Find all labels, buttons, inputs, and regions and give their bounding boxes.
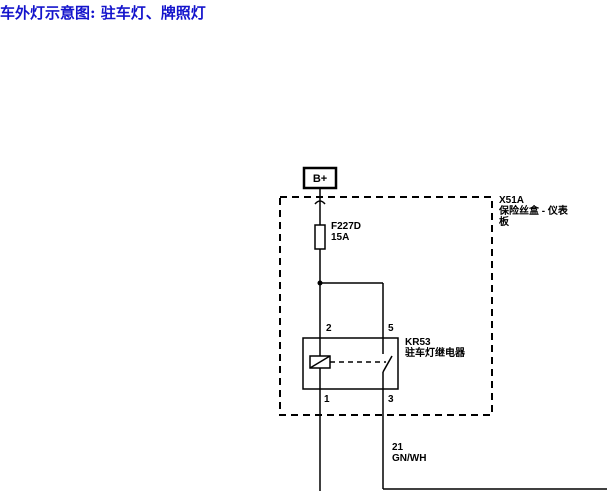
relay-box xyxy=(302,337,399,390)
relay-coil-diagonal xyxy=(309,355,331,369)
relay-pin-1-label: 1 xyxy=(324,394,330,405)
relay-pin-2-label: 2 xyxy=(326,323,332,334)
page-title: 车外灯示意图: 驻车灯、牌照灯 xyxy=(0,4,206,22)
relay-pin-3-label: 3 xyxy=(388,394,394,405)
fuse-box-connector-label: X51A xyxy=(499,195,524,206)
relay-name-label: 驻车灯继电器 xyxy=(405,346,466,359)
fuse-box-name-line2: 板 xyxy=(499,215,510,228)
relay-id-label: KR53 xyxy=(405,337,431,348)
power-source-label: B+ xyxy=(313,173,327,185)
wire-circuit-label: 21 xyxy=(392,442,404,453)
fuse-id-label: F227D xyxy=(331,221,361,232)
connector-symbol xyxy=(314,200,326,205)
fuse-box-name-line1: 保险丝盒 - 仪表 xyxy=(498,204,569,217)
fuse-rating-label: 15A xyxy=(331,232,349,243)
fuse-symbol xyxy=(314,224,326,250)
relay-switch-contact xyxy=(382,355,393,373)
fuse-box-outline xyxy=(279,196,493,416)
wire-color-label: GN/WH xyxy=(392,453,426,464)
relay-pin-5-label: 5 xyxy=(388,323,394,334)
